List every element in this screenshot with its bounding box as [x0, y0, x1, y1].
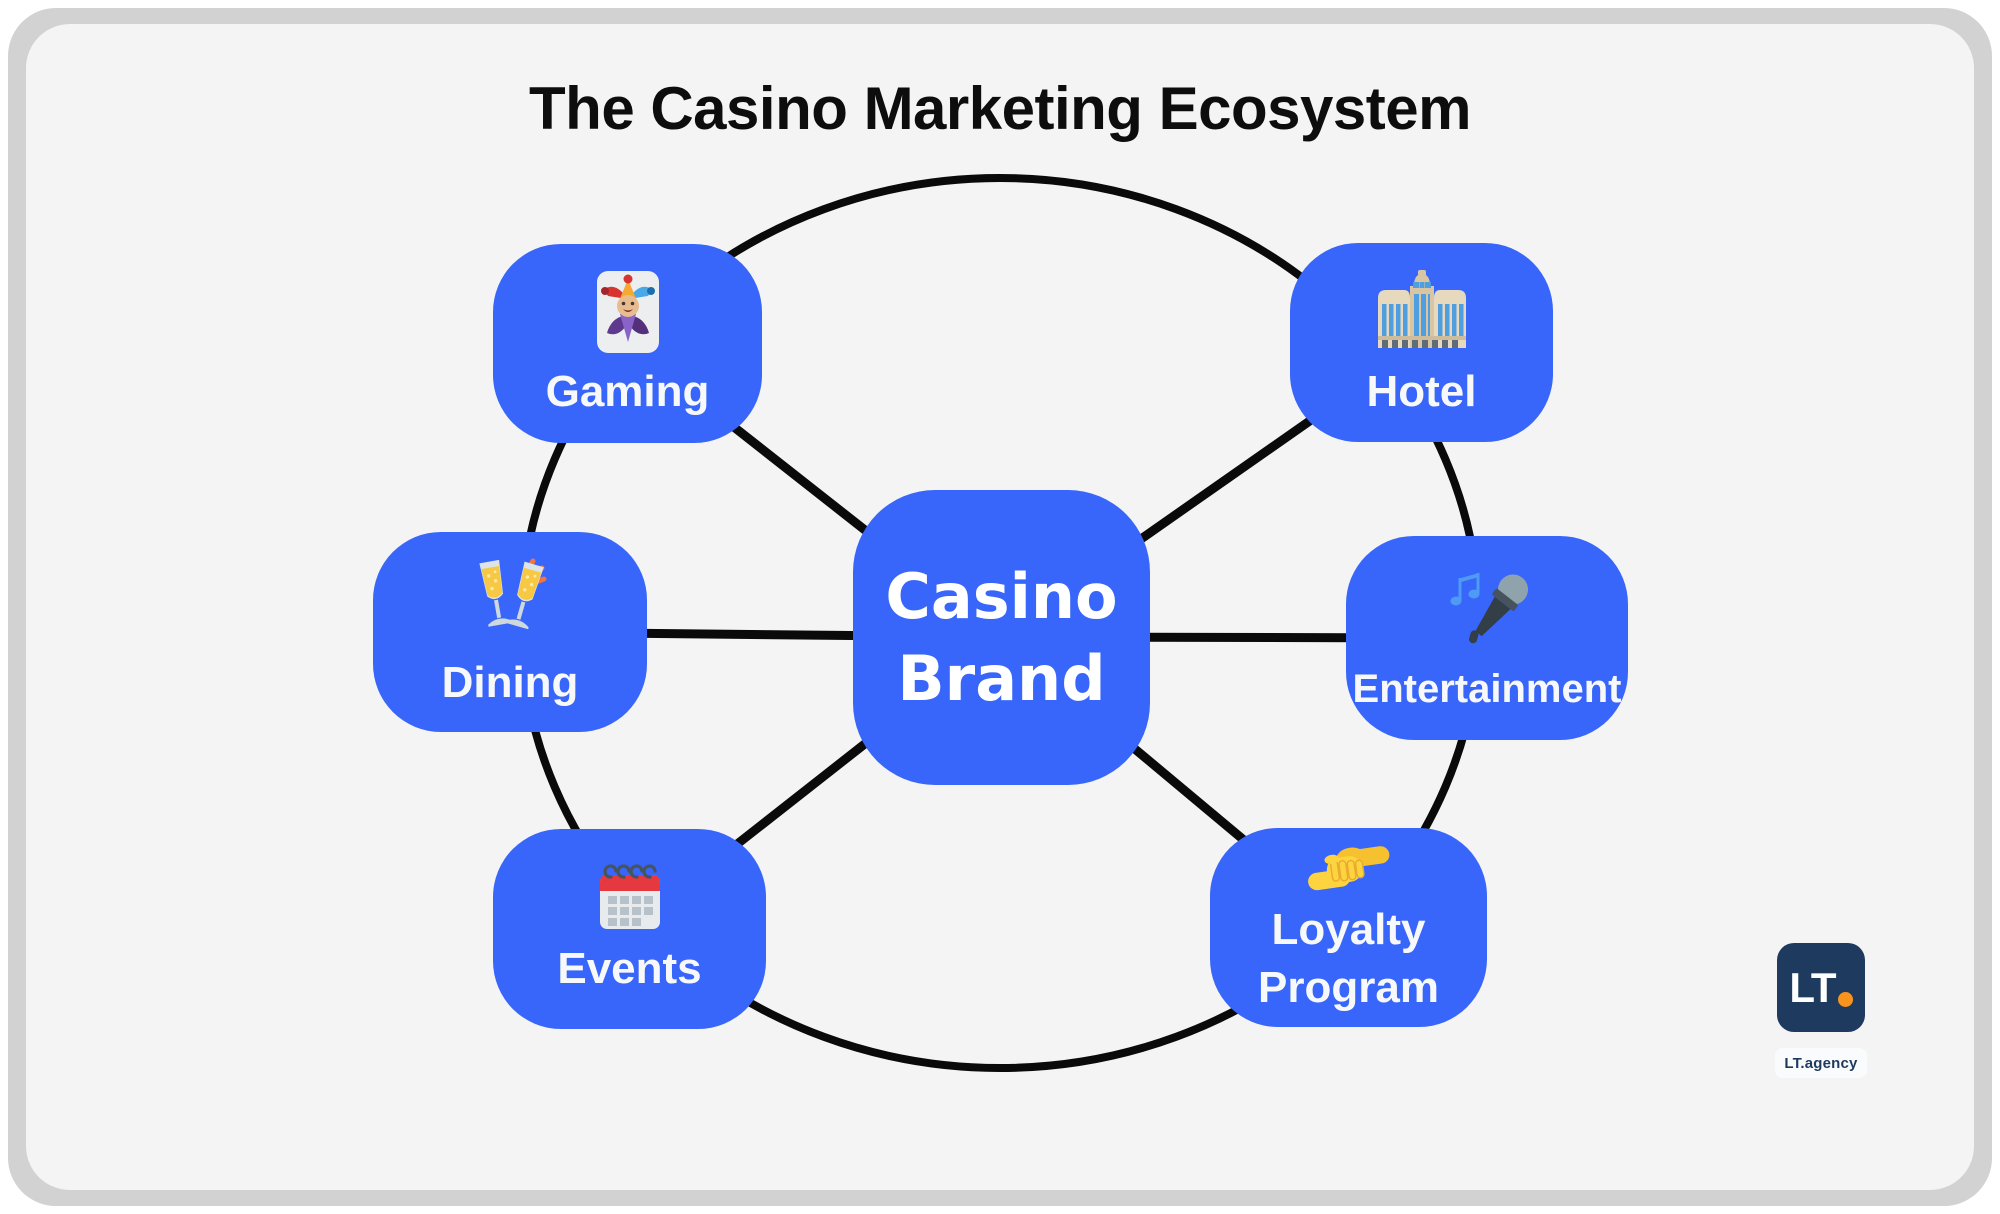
node-casino-brand: Casino Brand [853, 490, 1150, 785]
handshake-icon [1305, 842, 1393, 898]
node-hotel: Hotel [1290, 243, 1553, 442]
node-label: Events [557, 944, 702, 994]
logo-monogram: LT [1789, 963, 1836, 1011]
node-label-line1: Loyalty [1271, 904, 1426, 954]
node-dining: Dining [373, 532, 647, 732]
hotel-building-icon [1374, 268, 1470, 354]
center-label-line2: Brand [897, 641, 1106, 715]
node-label: Entertainment [1352, 667, 1622, 712]
logo-caption: LT.agency [1775, 1048, 1867, 1078]
node-loyalty-program: Loyalty Program [1210, 828, 1487, 1027]
node-gaming: Gaming [493, 244, 762, 443]
joker-card-icon [596, 270, 660, 354]
node-label: Gaming [545, 366, 710, 416]
microphone-music-icon [1439, 562, 1535, 654]
logo-orange-dot-icon [1837, 992, 1853, 1007]
clinking-glasses-icon [466, 555, 554, 645]
node-events: Events [493, 829, 766, 1029]
node-label-line2: Program [1258, 962, 1439, 1012]
page-title: The Casino Marketing Ecosystem [529, 75, 1471, 142]
node-label: Dining [441, 658, 579, 708]
node-entertainment: Entertainment [1346, 536, 1628, 740]
spiral-calendar-icon [598, 863, 662, 931]
node-label: Hotel [1366, 366, 1477, 416]
center-label-line1: Casino [885, 559, 1118, 633]
lt-agency-logo: LT [1777, 943, 1865, 1032]
